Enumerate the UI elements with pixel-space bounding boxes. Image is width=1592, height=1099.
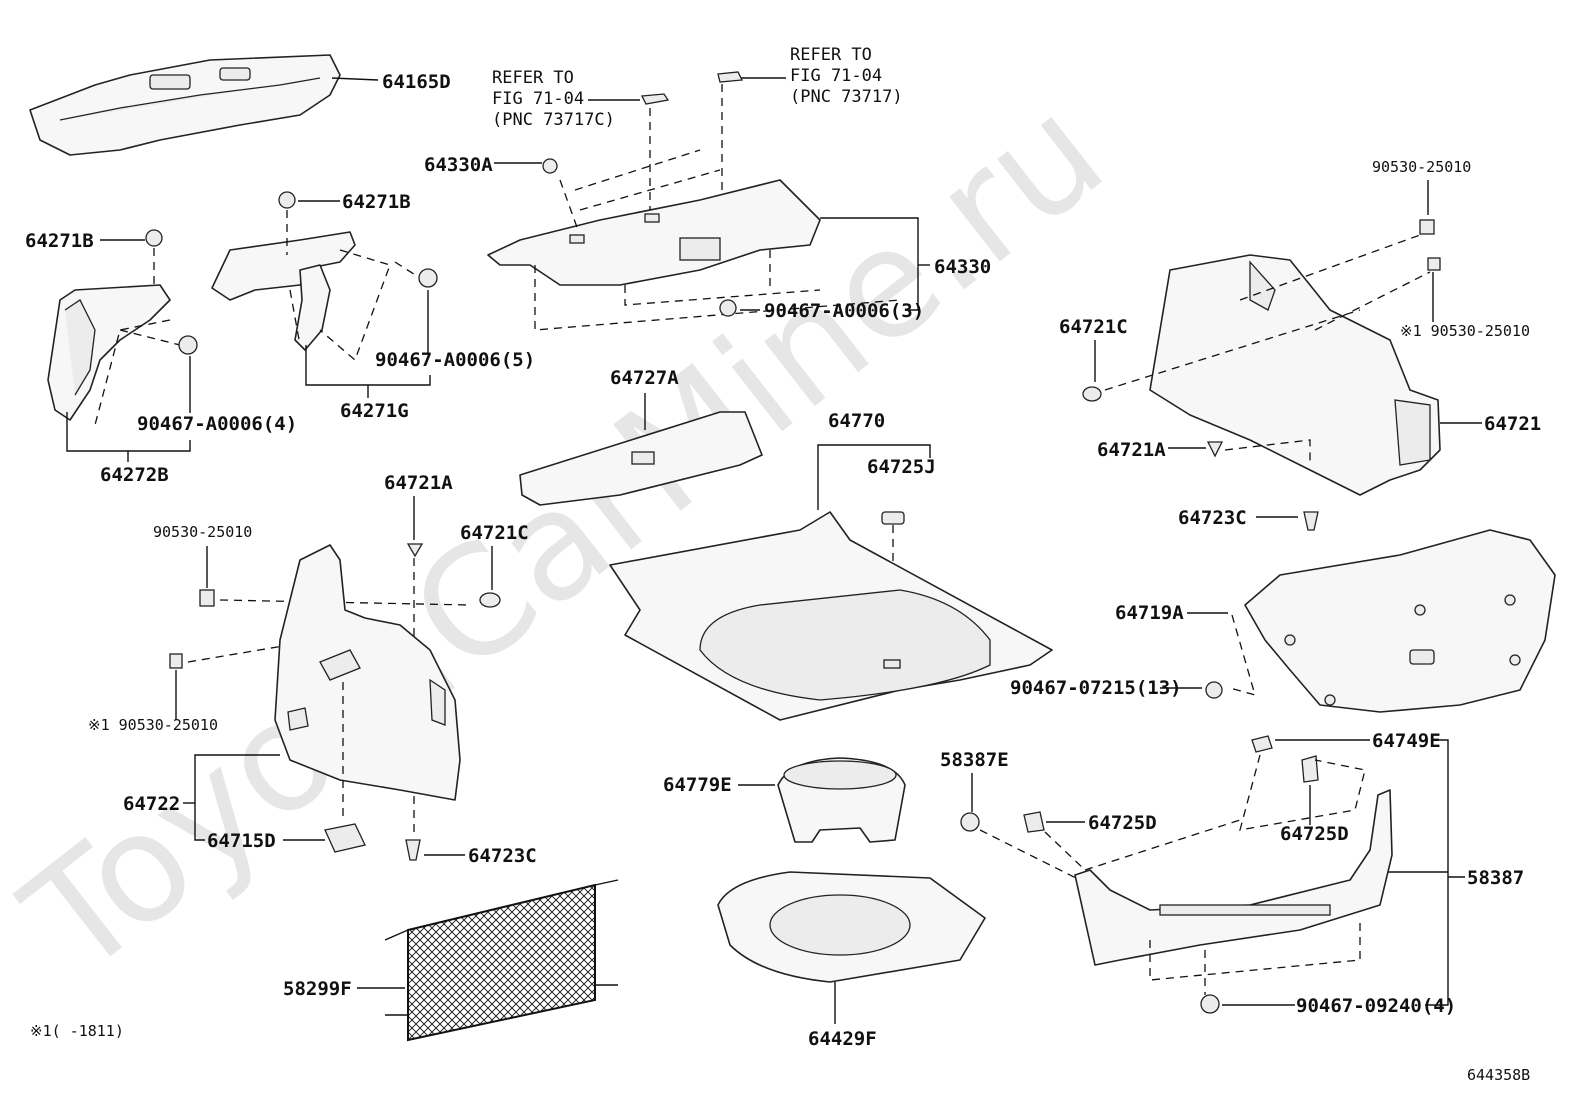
label-64165D: 64165D	[382, 71, 451, 93]
clip-64721C-l-icon	[479, 592, 501, 608]
refer-note-left: REFER TO FIG 71-04 (PNC 73717C)	[492, 68, 615, 130]
part-58387-scuff-plate[interactable]	[1074, 789, 1393, 966]
label-90530-25010-l2: ※1 90530-25010	[88, 716, 218, 734]
part-64721-trunk-side-trim[interactable]	[1149, 254, 1441, 496]
clip-64749E-icon	[1251, 735, 1273, 753]
pad-90530-25010-tr-icon	[1419, 219, 1435, 235]
label-90467-09240: 90467-09240(4)	[1296, 995, 1456, 1017]
label-64770: 64770	[828, 410, 885, 432]
clip-73717C-icon	[640, 93, 670, 105]
label-64271G: 64271G	[340, 400, 409, 422]
label-64749E: 64749E	[1372, 730, 1441, 752]
label-90467-A0006-3: 90467-A0006(3)	[764, 300, 924, 322]
clip-64721C-r-icon	[1082, 386, 1102, 402]
figure-id: 644358B	[1467, 1066, 1530, 1084]
label-64725D-a: 64725D	[1088, 812, 1157, 834]
part-64727A-cover[interactable]	[519, 411, 763, 506]
label-64725D-b: 64725D	[1280, 823, 1349, 845]
part-64770-floor-mat[interactable]	[609, 511, 1053, 721]
label-64721A-l: 64721A	[384, 472, 453, 494]
clip-64721A-l-icon	[406, 543, 424, 558]
clip-64725J-icon	[881, 511, 905, 525]
part-58299F-cargo-net[interactable]	[384, 879, 619, 1042]
label-64715D: 64715D	[207, 830, 276, 852]
label-64779E: 64779E	[663, 774, 732, 796]
label-64723C-l: 64723C	[468, 845, 537, 867]
pad-90530-25010-l-icon	[199, 589, 215, 607]
label-64721: 64721	[1484, 413, 1541, 435]
svg-text:REFER TO: REFER TO	[492, 68, 574, 88]
label-64721A-r: 64721A	[1097, 439, 1166, 461]
clip-64723C-l-icon	[405, 839, 421, 861]
clip-64725D-a-icon	[1023, 811, 1045, 833]
clip-90467-a0006-3-icon	[719, 299, 737, 317]
label-90467-07215: 90467-07215(13)	[1010, 677, 1182, 699]
label-90530-25010-tr: 90530-25010	[1372, 158, 1471, 176]
clip-64271B-top-icon	[278, 191, 296, 209]
label-64721C-r: 64721C	[1059, 316, 1128, 338]
part-64271G-trim[interactable]	[211, 231, 356, 351]
clip-64721A-r-icon	[1206, 441, 1224, 458]
svg-text:FIG 71-04: FIG 71-04	[492, 89, 584, 109]
label-64727A: 64727A	[610, 367, 679, 389]
part-64165D-panel[interactable]	[29, 54, 341, 156]
clip-90467-a0006-5-icon	[418, 268, 438, 288]
pad-90530-25010-l2-icon	[169, 653, 183, 669]
svg-text:FIG 71-04: FIG 71-04	[790, 66, 882, 86]
label-64721C-l: 64721C	[460, 522, 529, 544]
svg-text:REFER TO: REFER TO	[790, 45, 872, 65]
part-64719A-lid-trim[interactable]	[1244, 529, 1556, 713]
label-90467-A0006-4: 90467-A0006(4)	[137, 413, 297, 435]
label-64722: 64722	[123, 793, 180, 815]
clip-90467-a0006-4-icon	[178, 335, 198, 355]
clip-64723C-r-icon	[1303, 511, 1319, 531]
label-90467-A0006-5: 90467-A0006(5)	[375, 349, 535, 371]
label-64723C-r: 64723C	[1178, 507, 1247, 529]
label-58387E: 58387E	[940, 749, 1009, 771]
part-64330-package-tray[interactable]	[487, 179, 821, 286]
label-64429F: 64429F	[808, 1028, 877, 1050]
clip-90467-07215-icon	[1205, 681, 1223, 699]
part-64429F-tire-tray[interactable]	[717, 871, 986, 983]
label-58387: 58387	[1467, 867, 1524, 889]
label-64330A: 64330A	[424, 154, 493, 176]
part-64779E-tool-box[interactable]	[777, 757, 906, 843]
clip-64725D-b-icon	[1301, 755, 1319, 783]
pad-90530-25010-tr2-icon	[1427, 257, 1441, 271]
clip-73717-icon	[717, 71, 744, 83]
footnote: ※1( -1811)	[30, 1022, 124, 1040]
label-64330: 64330	[934, 256, 991, 278]
label-64725J: 64725J	[867, 456, 936, 478]
svg-text:(PNC 73717): (PNC 73717)	[790, 87, 903, 107]
label-64271B-top: 64271B	[342, 191, 411, 213]
label-64272B: 64272B	[100, 464, 169, 486]
svg-text:(PNC 73717C): (PNC 73717C)	[492, 110, 615, 130]
part-64272B-trim[interactable]	[47, 284, 171, 421]
label-64271B-left: 64271B	[25, 230, 94, 252]
refer-note-right: REFER TO FIG 71-04 (PNC 73717)	[790, 45, 903, 107]
part-64715D-cover[interactable]	[324, 823, 366, 853]
label-64719A: 64719A	[1115, 602, 1184, 624]
label-90530-25010-l: 90530-25010	[153, 523, 252, 541]
clip-64271B-left-icon	[145, 229, 163, 247]
part-64722-trunk-side-trim[interactable]	[274, 544, 461, 801]
clip-90467-09240-icon	[1200, 994, 1220, 1014]
label-90530-25010-tr2: ※1 90530-25010	[1400, 322, 1530, 340]
label-58299F: 58299F	[283, 978, 352, 1000]
clip-58387E-icon	[960, 812, 980, 832]
clip-64330A-icon	[542, 158, 558, 174]
